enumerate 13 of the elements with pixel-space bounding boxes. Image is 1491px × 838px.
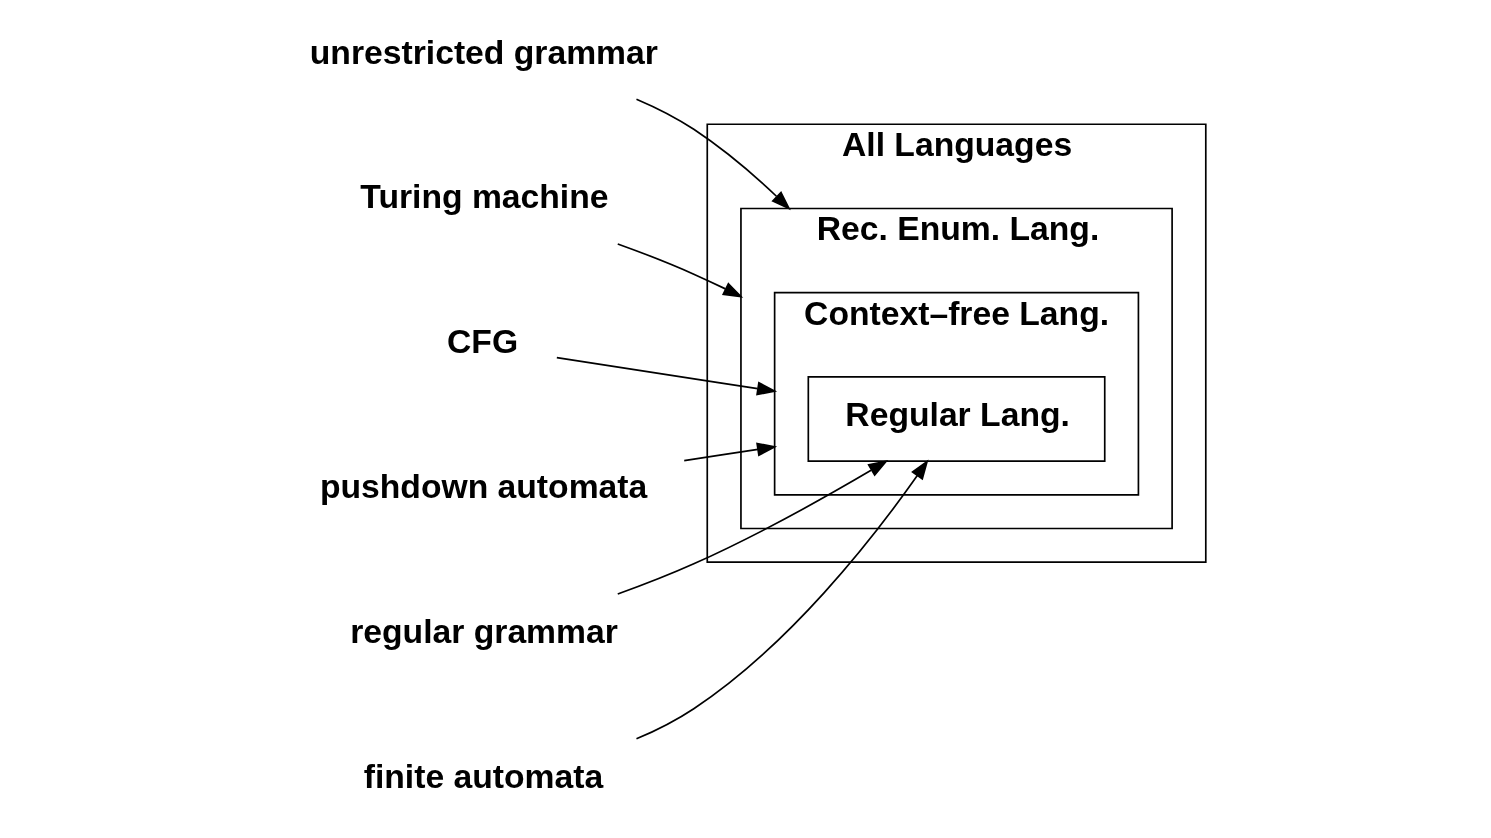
node-box: Regular Lang. — [807, 376, 1106, 462]
node-text: pushdown automata — [319, 468, 647, 506]
node-text: Turing machine — [359, 178, 609, 216]
arrow — [635, 459, 928, 740]
node-text: regular grammar — [349, 613, 618, 650]
arrow — [682, 442, 777, 462]
node-text: finite automata — [363, 757, 603, 795]
node-text: unrestricted grammar — [309, 33, 658, 71]
arrow — [555, 356, 777, 396]
arrow — [616, 243, 743, 298]
arrow — [635, 98, 791, 211]
node-text: CFG — [446, 323, 518, 361]
arrow — [616, 460, 888, 595]
